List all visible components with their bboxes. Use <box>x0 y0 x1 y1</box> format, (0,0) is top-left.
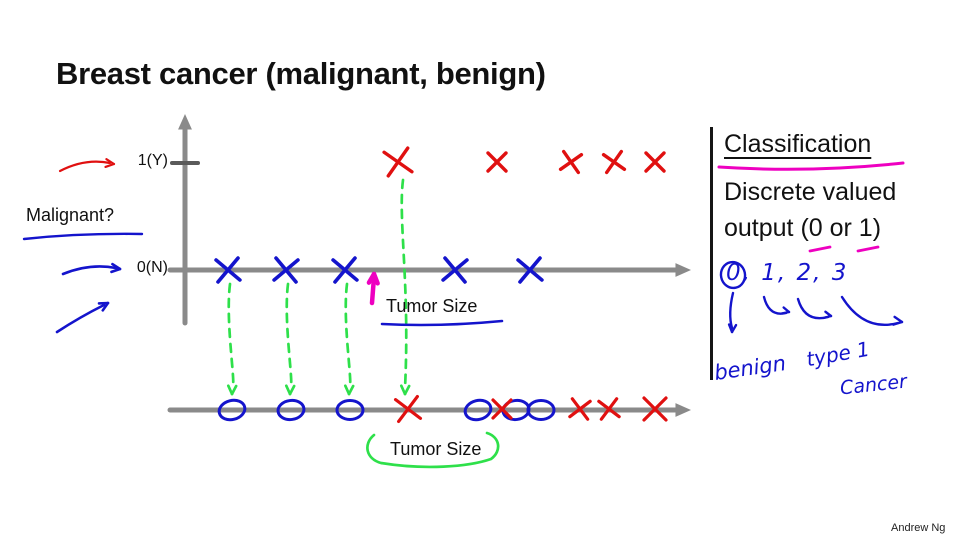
discrete-valued-line2: output (0 or 1) <box>724 214 882 242</box>
axis-tick-label-0n: 0(N) <box>136 259 168 276</box>
handwritten-class-numbers: 0, 1, 2, 3 <box>726 260 849 286</box>
tumor-size-label-top: Tumor Size <box>386 296 478 316</box>
attribution: Andrew Ng <box>891 522 946 534</box>
tumor-size-label-bottom: Tumor Size <box>390 439 482 459</box>
slide-title: Breast cancer (malignant, benign) <box>56 56 546 91</box>
axis-tick-label-1y: 1(Y) <box>137 152 168 169</box>
classification-heading: Classification <box>724 130 872 158</box>
malignant-question-label: Malignant? <box>26 205 115 225</box>
vertical-divider <box>710 127 713 380</box>
discrete-valued-line1: Discrete valued <box>724 178 897 206</box>
